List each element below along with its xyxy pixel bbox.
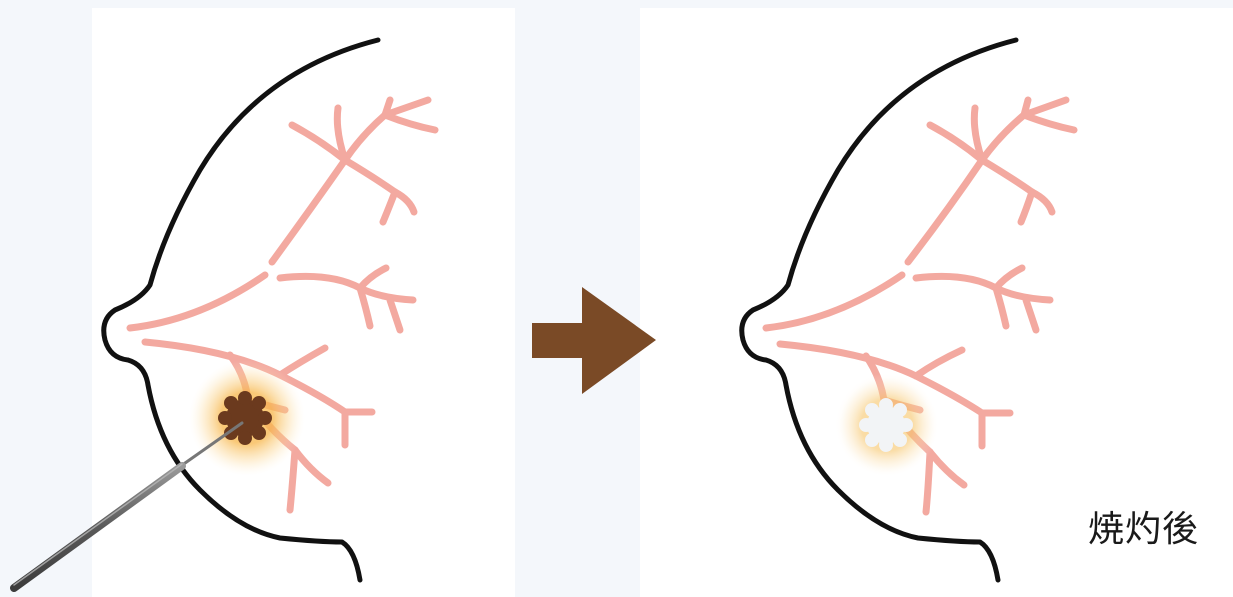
after-ablation-caption: 焼灼後: [1088, 500, 1199, 552]
breast-before: [14, 40, 435, 588]
ablated-zone: [859, 398, 913, 452]
breast-after: [742, 40, 1074, 580]
arrow-right-icon: [532, 287, 656, 394]
ablation-needle-icon: [14, 423, 242, 588]
tumor: [218, 391, 272, 445]
